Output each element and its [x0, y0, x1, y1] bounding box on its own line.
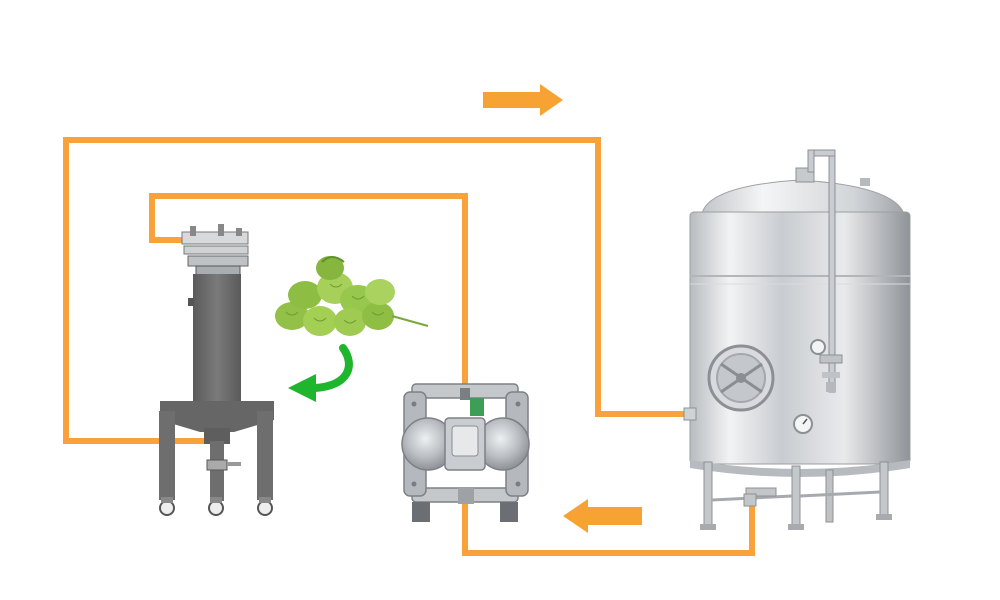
curved-arrow-icon — [288, 348, 349, 402]
arrow-left-icon — [563, 499, 642, 533]
hop-dosing-vessel — [159, 224, 274, 515]
arrow-right-icon — [483, 84, 563, 116]
diaphragm-pump — [402, 384, 529, 522]
bright-beer-tank — [684, 150, 910, 530]
hops-cluster-icon — [275, 256, 428, 336]
